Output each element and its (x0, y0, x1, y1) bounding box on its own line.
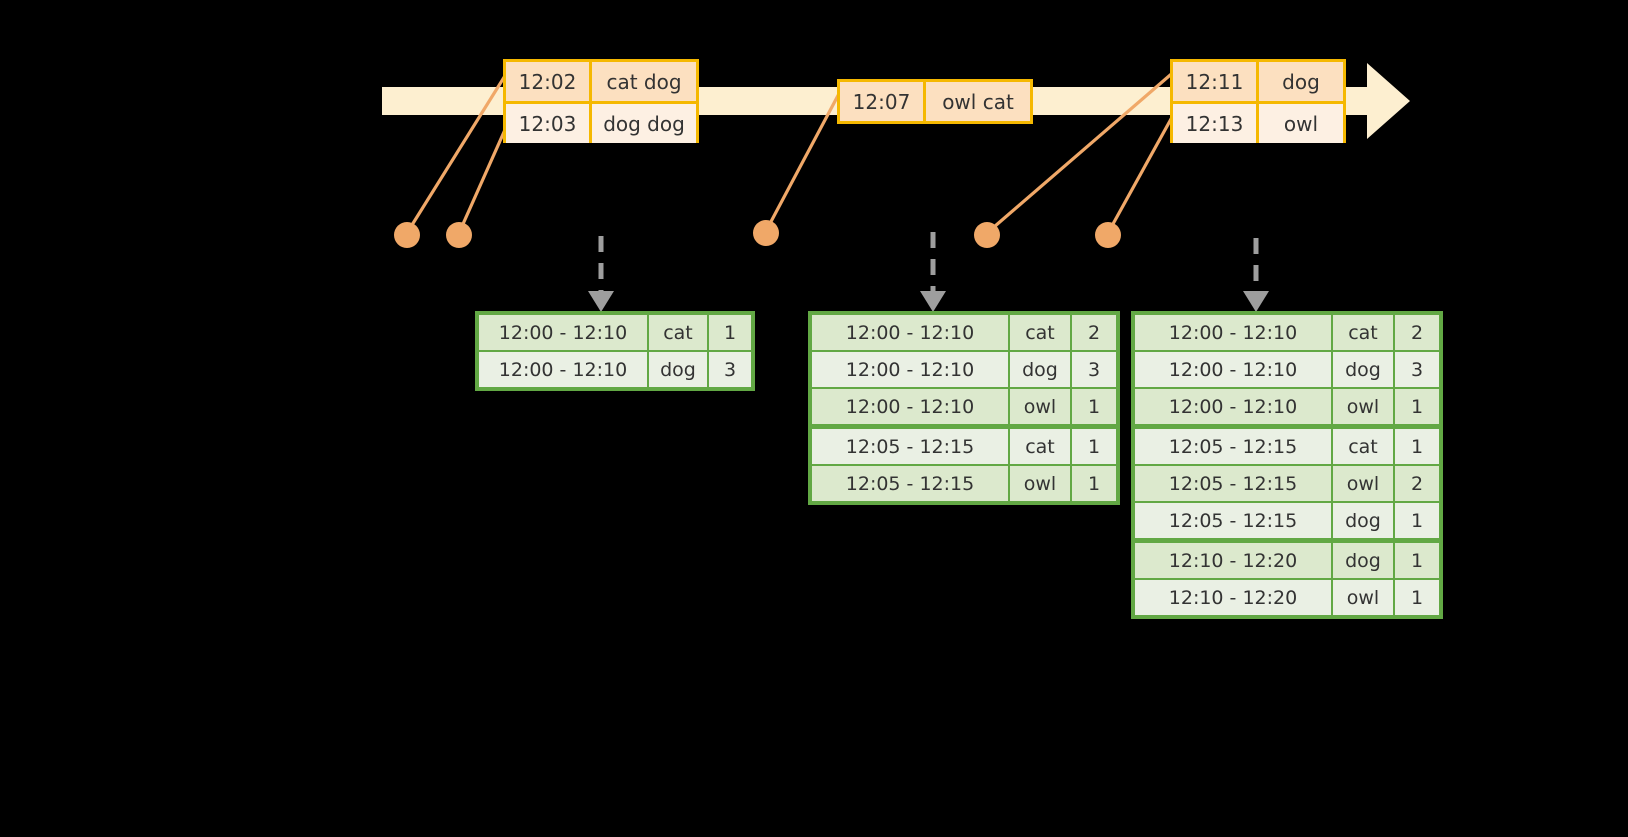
connector-line-1 (405, 70, 510, 234)
table-row: 12:00 - 12:10 dog 3 (1135, 352, 1439, 387)
table-row: 12:10 - 12:20 dog 1 (1135, 543, 1439, 578)
event-time: 12:13 (1173, 104, 1259, 143)
emit-arrowhead-2 (920, 291, 946, 312)
table-row: 12:10 - 12:20 owl 1 (1135, 580, 1439, 615)
emit-arrows (598, 232, 1259, 292)
connector-line-5 (1106, 109, 1178, 234)
event-time: 12:07 (840, 82, 926, 121)
table-row: 12:00 - 12:10 cat 2 (812, 315, 1116, 350)
count-cell: 3 (1395, 352, 1439, 387)
event-row: 12:02 cat dog (506, 62, 696, 101)
emit-arrowheads (588, 291, 1269, 312)
word-cell: owl (1333, 389, 1393, 424)
count-cell: 1 (1395, 429, 1439, 464)
word-cell: owl (1333, 580, 1393, 615)
count-cell: 2 (1072, 315, 1116, 350)
event-time: 12:02 (506, 62, 592, 101)
event-words: owl (1259, 104, 1343, 143)
table-row: 12:00 - 12:10 dog 3 (812, 352, 1116, 387)
count-cell: 3 (709, 352, 751, 387)
count-cell: 1 (1072, 429, 1116, 464)
count-cell: 1 (1395, 503, 1439, 538)
table-row: 12:00 - 12:10 dog 3 (479, 352, 751, 387)
event-dot-3 (753, 220, 779, 246)
event-group-2[interactable]: 12:07 owl cat (837, 79, 1033, 124)
window-cell: 12:00 - 12:10 (812, 389, 1008, 424)
table-row: 12:00 - 12:10 owl 1 (1135, 389, 1439, 424)
event-group-3[interactable]: 12:11 dog 12:13 owl (1170, 59, 1346, 143)
count-cell: 2 (1395, 315, 1439, 350)
emit-arrowhead-1 (588, 291, 614, 312)
table-row: 12:05 - 12:15 dog 1 (1135, 503, 1439, 538)
connector-line-2 (457, 122, 510, 234)
table-row: 12:05 - 12:15 owl 2 (1135, 466, 1439, 501)
connector-line-3 (764, 87, 844, 232)
event-row: 12:13 owl (1173, 101, 1343, 143)
word-cell: dog (1333, 352, 1393, 387)
event-row: 12:03 dog dog (506, 101, 696, 143)
event-row: 12:07 owl cat (840, 82, 1030, 121)
count-cell: 3 (1072, 352, 1116, 387)
event-words: cat dog (592, 62, 696, 101)
event-dot-4 (974, 222, 1000, 248)
window-cell: 12:00 - 12:10 (479, 315, 647, 350)
table-row: 12:05 - 12:15 owl 1 (812, 466, 1116, 501)
count-cell: 1 (1072, 389, 1116, 424)
word-cell: cat (1333, 315, 1393, 350)
table-row: 12:00 - 12:10 cat 2 (1135, 315, 1439, 350)
count-cell: 1 (1072, 466, 1116, 501)
result-table-2[interactable]: 12:00 - 12:10 cat 2 12:00 - 12:10 dog 3 … (808, 311, 1120, 505)
window-cell: 12:05 - 12:15 (1135, 429, 1331, 464)
window-cell: 12:00 - 12:10 (479, 352, 647, 387)
word-cell: owl (1010, 466, 1070, 501)
word-cell: owl (1010, 389, 1070, 424)
event-dot-1 (394, 222, 420, 248)
word-cell: cat (649, 315, 707, 350)
count-cell: 1 (1395, 389, 1439, 424)
event-dots (394, 220, 1121, 248)
window-cell: 12:05 - 12:15 (1135, 503, 1331, 538)
window-cell: 12:00 - 12:10 (1135, 389, 1331, 424)
event-time: 12:11 (1173, 62, 1259, 101)
window-cell: 12:05 - 12:15 (812, 429, 1008, 464)
event-words: dog (1259, 62, 1343, 101)
count-cell: 2 (1395, 466, 1439, 501)
event-time: 12:03 (506, 104, 592, 143)
event-dot-5 (1095, 222, 1121, 248)
word-cell: cat (1333, 429, 1393, 464)
word-cell: cat (1010, 429, 1070, 464)
window-cell: 12:00 - 12:10 (1135, 315, 1331, 350)
emit-arrowhead-3 (1243, 291, 1269, 312)
count-cell: 1 (1395, 580, 1439, 615)
event-dot-2 (446, 222, 472, 248)
table-row: 12:00 - 12:10 owl 1 (812, 389, 1116, 424)
word-cell: dog (1010, 352, 1070, 387)
window-cell: 12:00 - 12:10 (1135, 352, 1331, 387)
word-cell: dog (1333, 503, 1393, 538)
table-row: 12:00 - 12:10 cat 1 (479, 315, 751, 350)
word-cell: dog (1333, 543, 1393, 578)
event-words: owl cat (926, 82, 1030, 121)
event-row: 12:11 dog (1173, 62, 1343, 101)
window-cell: 12:00 - 12:10 (812, 315, 1008, 350)
result-table-1[interactable]: 12:00 - 12:10 cat 1 12:00 - 12:10 dog 3 (475, 311, 755, 391)
table-row: 12:05 - 12:15 cat 1 (1135, 429, 1439, 464)
event-group-1[interactable]: 12:02 cat dog 12:03 dog dog (503, 59, 699, 143)
event-words: dog dog (592, 104, 696, 143)
result-table-3[interactable]: 12:00 - 12:10 cat 2 12:00 - 12:10 dog 3 … (1131, 311, 1443, 619)
count-cell: 1 (709, 315, 751, 350)
word-cell: owl (1333, 466, 1393, 501)
window-cell: 12:05 - 12:15 (812, 466, 1008, 501)
count-cell: 1 (1395, 543, 1439, 578)
window-cell: 12:10 - 12:20 (1135, 543, 1331, 578)
word-cell: dog (649, 352, 707, 387)
window-cell: 12:00 - 12:10 (812, 352, 1008, 387)
window-cell: 12:05 - 12:15 (1135, 466, 1331, 501)
table-row: 12:05 - 12:15 cat 1 (812, 429, 1116, 464)
word-cell: cat (1010, 315, 1070, 350)
window-cell: 12:10 - 12:20 (1135, 580, 1331, 615)
